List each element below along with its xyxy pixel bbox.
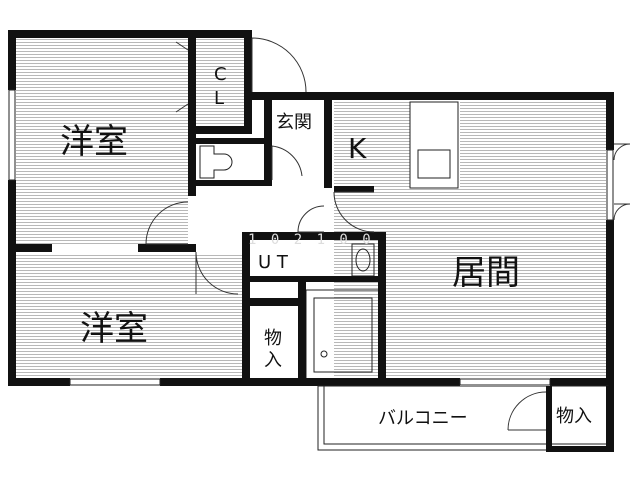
entry-door-swing (251, 37, 307, 93)
toilet (199, 145, 233, 179)
storage-left-label-line: 入 (264, 350, 282, 371)
ut-door-swing (297, 205, 325, 233)
wall (606, 92, 614, 386)
storage-left-label: 物 入 (264, 328, 288, 371)
window (606, 150, 614, 220)
western-room-bottom-floor (16, 254, 242, 378)
wall (188, 134, 196, 196)
room-labels: 洋室 洋室 K 居間 玄関 U T バルコニー 物入 C L 物 入 (60, 64, 592, 429)
living-label: 居間 (452, 253, 520, 293)
bathtub-inner (313, 297, 373, 373)
balcony-door-swing (507, 391, 547, 431)
door-swings (145, 37, 631, 431)
western-room-top-floor (16, 38, 188, 245)
western-room-bottom-label: 洋室 (80, 309, 148, 349)
closet-floor (196, 38, 244, 126)
window (8, 90, 16, 180)
window (460, 378, 550, 386)
room-door-swing (145, 201, 189, 245)
window-frame (606, 149, 614, 221)
closet-door (175, 41, 189, 113)
entrance-label: 玄関 (276, 112, 312, 133)
closet-label-line: L (214, 88, 224, 109)
wall (264, 138, 272, 186)
walls (8, 30, 614, 452)
window-frame (69, 378, 161, 386)
balcony-label: バルコニー (378, 408, 468, 429)
wall (334, 186, 374, 192)
wall (138, 244, 196, 252)
wall (264, 100, 272, 140)
wall (188, 38, 196, 138)
wall (606, 386, 614, 452)
room-door-swing (195, 251, 239, 295)
storage-right-label: 物入 (556, 406, 592, 427)
window-frame (459, 378, 551, 386)
wall (324, 100, 332, 188)
wall (8, 378, 318, 386)
storage-left-label-line: 物 (264, 328, 282, 349)
kitchen-fixtures (409, 101, 459, 189)
tub-drain (320, 350, 328, 358)
window-door-swing (613, 203, 631, 221)
wall (242, 298, 298, 306)
wall (242, 276, 382, 282)
wall (196, 138, 272, 144)
wall (242, 232, 250, 298)
closet-label-line: C (214, 64, 227, 85)
wall (8, 30, 16, 386)
wall (244, 30, 252, 134)
kitchen-label: K (348, 132, 367, 165)
wall (546, 446, 614, 452)
wall (196, 180, 272, 186)
wall (8, 30, 252, 38)
wall (298, 282, 306, 386)
window (70, 378, 160, 386)
wall (242, 298, 250, 386)
wall (546, 386, 552, 450)
wall (242, 232, 386, 240)
wall (16, 244, 52, 252)
wall (378, 232, 386, 386)
stove (417, 149, 451, 179)
wall (324, 92, 614, 100)
toilet-door-swing (271, 145, 303, 180)
wall (188, 126, 252, 134)
kitchen-counter-outline (409, 101, 459, 189)
washbasin-bowl (355, 248, 371, 272)
window-door-swing (613, 143, 631, 161)
kitchen-door-swing (333, 191, 375, 233)
wall (252, 92, 332, 100)
window-frame (8, 89, 16, 181)
unit-toilet-label: U T (258, 252, 289, 273)
western-room-top-label: 洋室 (60, 122, 128, 162)
closet-label: C L (214, 64, 232, 109)
watermark: 1 0 2 1 0 0 (248, 232, 374, 248)
